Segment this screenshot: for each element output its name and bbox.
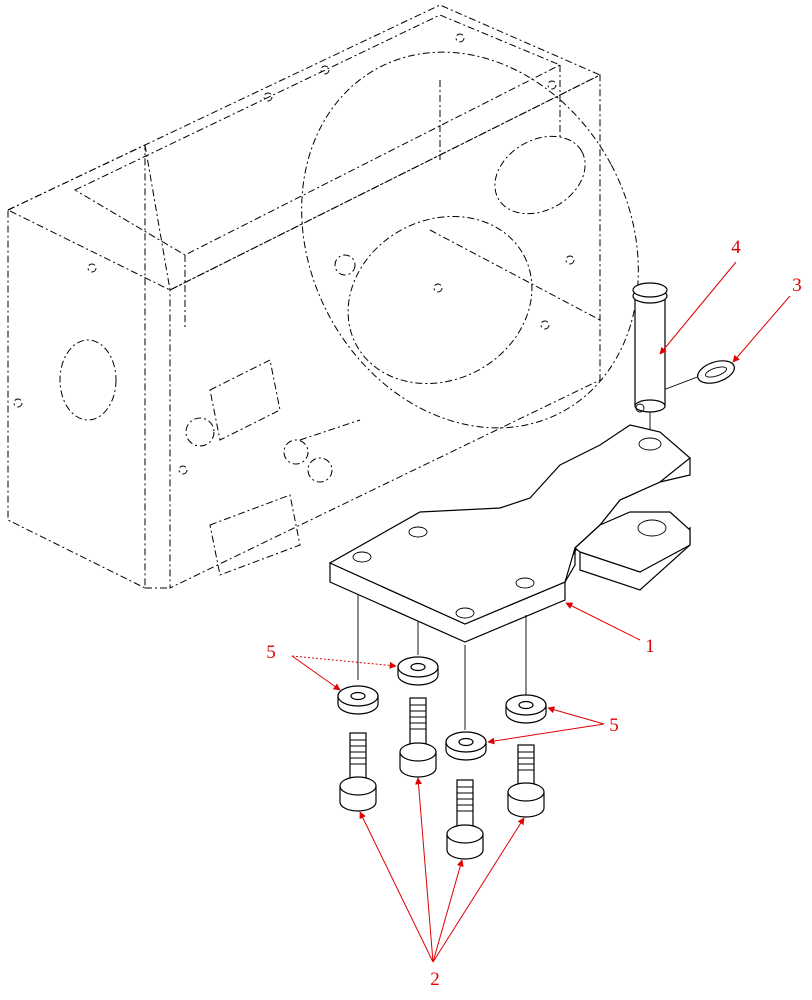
callout-washers-right: 5 bbox=[609, 715, 619, 736]
mounting-plate bbox=[328, 424, 691, 730]
callout-washers-left: 5 bbox=[266, 642, 276, 663]
bolt bbox=[399, 697, 437, 778]
bolts bbox=[339, 697, 545, 860]
washer bbox=[397, 656, 439, 686]
washers bbox=[337, 656, 547, 761]
washer bbox=[337, 685, 379, 715]
washer bbox=[445, 731, 487, 761]
lynch-pin bbox=[697, 360, 735, 384]
callout-bolts: 2 bbox=[430, 969, 440, 990]
bolt bbox=[339, 732, 377, 812]
callout-pin: 4 bbox=[731, 237, 741, 258]
clevis-pin bbox=[632, 282, 701, 440]
gearbox-housing-phantom bbox=[6, 4, 639, 589]
callout-lynch-pin: 3 bbox=[792, 275, 802, 296]
callout-leaders bbox=[291, 261, 791, 963]
bolt bbox=[446, 779, 484, 860]
bolt bbox=[507, 744, 545, 818]
washer bbox=[505, 694, 547, 724]
callout-plate: 1 bbox=[645, 636, 655, 657]
